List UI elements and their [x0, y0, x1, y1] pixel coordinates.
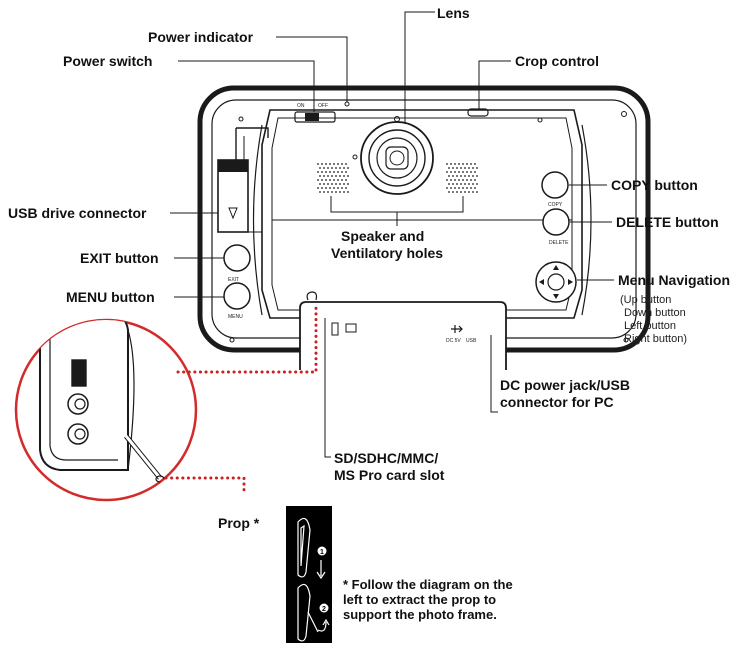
speaker-grille-left — [317, 163, 349, 193]
label-menu-navigation: Menu Navigation — [618, 272, 731, 288]
svg-text:2: 2 — [322, 606, 326, 613]
label-power-indicator: Power indicator — [148, 29, 254, 45]
lens-leader — [404, 11, 435, 124]
device-copy-label: COPY — [548, 202, 563, 208]
prop-instruction-note: * Follow the diagram on the left to extr… — [343, 577, 573, 622]
prop-connector — [164, 476, 246, 497]
label-power-switch: Power switch — [63, 53, 153, 69]
label-nav-left: Left button — [624, 320, 676, 332]
card-slot-leader — [324, 318, 331, 458]
label-delete-button: DELETE button — [616, 214, 719, 230]
svg-text:1: 1 — [320, 549, 324, 556]
label-card-line2: MS Pro card slot — [334, 467, 445, 483]
label-lens: Lens — [437, 5, 470, 21]
label-card-line1: SD/SDHC/MMC/ — [334, 450, 439, 466]
magnified-side-view — [14, 318, 198, 502]
dc-leader — [490, 335, 498, 413]
device-on-label: ON — [297, 103, 305, 109]
note-line-3: support the photo frame. — [343, 607, 497, 622]
device-menu-label: MENU — [228, 314, 243, 320]
label-speaker-line2: Ventilatory holes — [331, 245, 444, 261]
device-usb-label: USB — [466, 338, 477, 344]
label-copy-button: COPY button — [611, 177, 698, 193]
label-prop: Prop * — [218, 515, 260, 531]
power-indicator-leader — [276, 36, 348, 102]
label-exit-button: EXIT button — [80, 250, 159, 266]
label-nav-right: Right button) — [624, 333, 687, 345]
label-usb-drive-connector: USB drive connector — [8, 205, 147, 221]
device-exit-label: EXIT — [228, 277, 239, 283]
device-delete-label: DELETE — [549, 240, 569, 246]
label-speaker-line1: Speaker and — [341, 228, 425, 244]
label-dc-line1: DC power jack/USB — [500, 377, 630, 393]
label-crop-control: Crop control — [515, 53, 599, 69]
crop-control-leader — [478, 60, 511, 109]
stand-connector — [176, 304, 318, 374]
speaker-grille-right — [446, 163, 478, 193]
photo-frame-back — [197, 85, 651, 370]
label-nav-down: Down button — [624, 307, 686, 319]
device-dc-label: DC 5V — [446, 338, 461, 344]
prop-instruction-inset: 1 2 — [286, 506, 332, 643]
power-switch-leader — [178, 60, 315, 112]
note-line-2: left to extract the prop to — [343, 592, 497, 607]
note-line-1: * Follow the diagram on the — [343, 577, 513, 592]
red-dotted-connectors — [164, 304, 318, 497]
device-off-label: OFF — [318, 103, 328, 109]
label-nav-up: (Up button — [620, 294, 672, 306]
label-dc-line2: connector for PC — [500, 394, 614, 410]
label-menu-button: MENU button — [66, 289, 155, 305]
callout-lines — [170, 11, 614, 458]
